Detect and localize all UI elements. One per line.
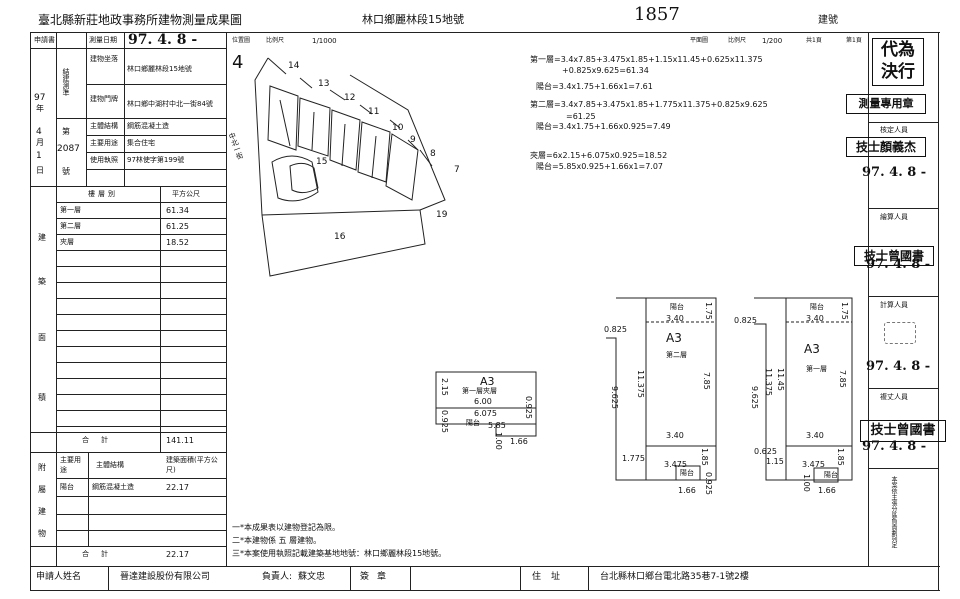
plan-label: 平面圖 xyxy=(690,37,709,44)
plan-scale-label: 比例尺 xyxy=(728,37,747,44)
check-label: 複丈人員 xyxy=(880,393,908,401)
right-panel-divider xyxy=(868,32,869,566)
survey-date: 97. 4. 8 - xyxy=(128,32,198,48)
map-position-label: 位置圖 xyxy=(232,37,251,44)
applicant-name: 晉達建設股份有限公司 xyxy=(120,572,211,582)
permit-label: 使用執照 xyxy=(90,156,118,164)
check-stamp: 技士曾國書 xyxy=(860,420,946,442)
annex-struct-header: 主體結構 xyxy=(96,461,124,469)
door-value: 林口鄉中湖村中北一街84號 xyxy=(127,100,213,108)
map-scale-label: 比例尺 xyxy=(266,37,285,44)
checker-date: 97. 4. 8 - xyxy=(862,165,927,180)
survey-label: 計算人員 xyxy=(880,301,908,309)
formula-line: 陽台=3.4x1.75+1.66x1=7.61 xyxy=(536,82,653,91)
frame-footer-top xyxy=(30,566,940,567)
calc-date: 97. 4. 8 - xyxy=(866,257,931,272)
formula-line: 陽台=5.85x0.925+1.66x1=7.07 xyxy=(536,162,664,171)
site-value: 林口鄉麗林段15地號 xyxy=(127,65,192,73)
address-label: 住址 xyxy=(532,572,571,582)
formula-line: 陽台=3.4x1.75+1.66x0.925=7.49 xyxy=(536,122,671,131)
survey-seal: 測量專用章 xyxy=(846,94,926,114)
rep-name: 蘇文忠 xyxy=(298,572,326,582)
rep-label: 負責人: xyxy=(262,572,293,582)
frame-left xyxy=(30,32,31,590)
frame-right xyxy=(938,32,939,590)
checker-label: 核定人員 xyxy=(880,126,908,134)
note-line: 一*本成果表以建物登記為限。 xyxy=(232,523,340,532)
plan-sheets: 共1頁 xyxy=(806,37,822,44)
calc-label: 繪算人員 xyxy=(880,213,908,221)
floor-name: 第二層 xyxy=(60,222,81,230)
survey-date-right: 97. 4. 8 - xyxy=(866,359,931,374)
usage-label: 主要用途 xyxy=(90,139,118,147)
usage-value: 集合住宅 xyxy=(127,139,155,147)
floor-area: 61.34 xyxy=(166,206,189,215)
doc-title: 臺北縣新莊地政事務所建物測量成果圖 xyxy=(38,13,243,27)
building-no-label: 建號 xyxy=(818,15,838,26)
area-header: 平方公尺 xyxy=(172,190,200,198)
formula-line: 第一層=3.4x7.85+3.475x1.85+1.15x11.45+0.625… xyxy=(530,55,763,64)
structure-value: 鋼筋混凝土造 xyxy=(127,122,169,130)
floor-area: 18.52 xyxy=(166,238,189,247)
note-line: 三*本案使用執照記載建築基地地號：林口鄉麗林段15地號。 xyxy=(232,549,447,558)
north-arrow: 4 xyxy=(232,52,244,73)
formula-line: +0.825x9.625=61.34 xyxy=(562,66,649,75)
col-label: 結建測準 xyxy=(62,68,70,96)
site-label: 建物坐落 xyxy=(90,55,118,63)
applicant-name-label: 申請人姓名 xyxy=(36,572,82,582)
building-number: 1857 xyxy=(634,4,680,25)
floor-area: 61.25 xyxy=(166,222,189,231)
annex-use-header: 主要用途 xyxy=(60,456,81,474)
floor-header: 樓層別 xyxy=(88,190,118,198)
check-date: 97. 4. 8 - xyxy=(862,439,927,454)
annex-total-label: 合計 xyxy=(82,550,120,558)
formula-line: 夾層=6x2.15+6.075x0.925=18.52 xyxy=(530,151,668,160)
formula-line: =61.25 xyxy=(566,112,596,121)
note-line: 二*本建物係 五 層建物。 xyxy=(232,536,322,545)
frame-bottom xyxy=(30,590,940,591)
calc-stamp: 技士曾國書 xyxy=(854,246,934,266)
floor-name: 夾層 xyxy=(60,238,74,246)
checker-stamp: 技士顏義杰 xyxy=(846,137,926,157)
plan-scale: 1/200 xyxy=(762,37,783,45)
map-scale: 1/1000 xyxy=(312,37,337,45)
header-parcel: 林口鄉麗林段15地號 xyxy=(362,13,464,26)
annex-total: 22.17 xyxy=(166,550,189,559)
faint-seal xyxy=(884,322,916,344)
seal-label: 簽章 xyxy=(360,572,395,582)
door-label: 建物門牌 xyxy=(90,95,118,103)
address: 台北縣林口鄉台電北路35巷7-1號2樓 xyxy=(600,572,749,582)
left-panel-divider xyxy=(226,32,227,566)
structure-label: 主體結構 xyxy=(90,122,118,130)
responsibility-note: 本案依主張分區負責劃列定 xyxy=(890,476,897,548)
plan-page: 第1頁 xyxy=(846,37,862,44)
annex-area-header: 建築面積(平方公尺) xyxy=(166,456,218,474)
formula-line: 第二層=3.4x7.85+3.475x1.85+1.775x11.375+0.8… xyxy=(530,100,768,109)
doc-no: 2087 xyxy=(57,144,80,154)
parcel-outline xyxy=(254,57,446,277)
permit-value: 97林使字第199號 xyxy=(127,156,185,164)
total-label: 合計 xyxy=(82,436,120,444)
frame-top xyxy=(30,32,940,33)
floor-name: 第一層 xyxy=(60,206,81,214)
applicant-label: 申請書 xyxy=(34,36,55,44)
approval-stamp: 代為決行 xyxy=(872,38,924,86)
total-area: 141.11 xyxy=(166,436,194,445)
survey-date-label: 測量日期 xyxy=(89,36,117,44)
